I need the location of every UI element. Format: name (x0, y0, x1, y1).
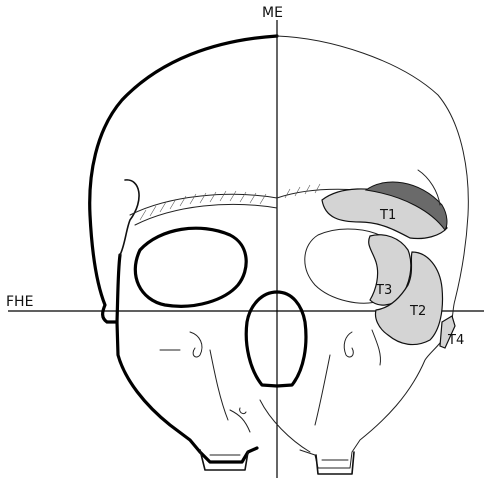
left-brow-hatching (130, 191, 277, 225)
region-t1-label: T1 (379, 208, 396, 223)
maxilla-details (160, 330, 381, 452)
left-zygomatic-outline (117, 255, 120, 322)
horizontal-label: FHE (6, 294, 33, 310)
region-t3-label: T3 (375, 283, 392, 298)
left-temple-line (120, 180, 139, 255)
nasal-aperture (246, 292, 306, 386)
left-orbit (135, 228, 246, 306)
region-t4-label: T4 (447, 333, 464, 348)
midline-label: ME (262, 5, 283, 21)
skull-outline-left (90, 36, 277, 462)
region-t2-label: T2 (409, 304, 426, 319)
